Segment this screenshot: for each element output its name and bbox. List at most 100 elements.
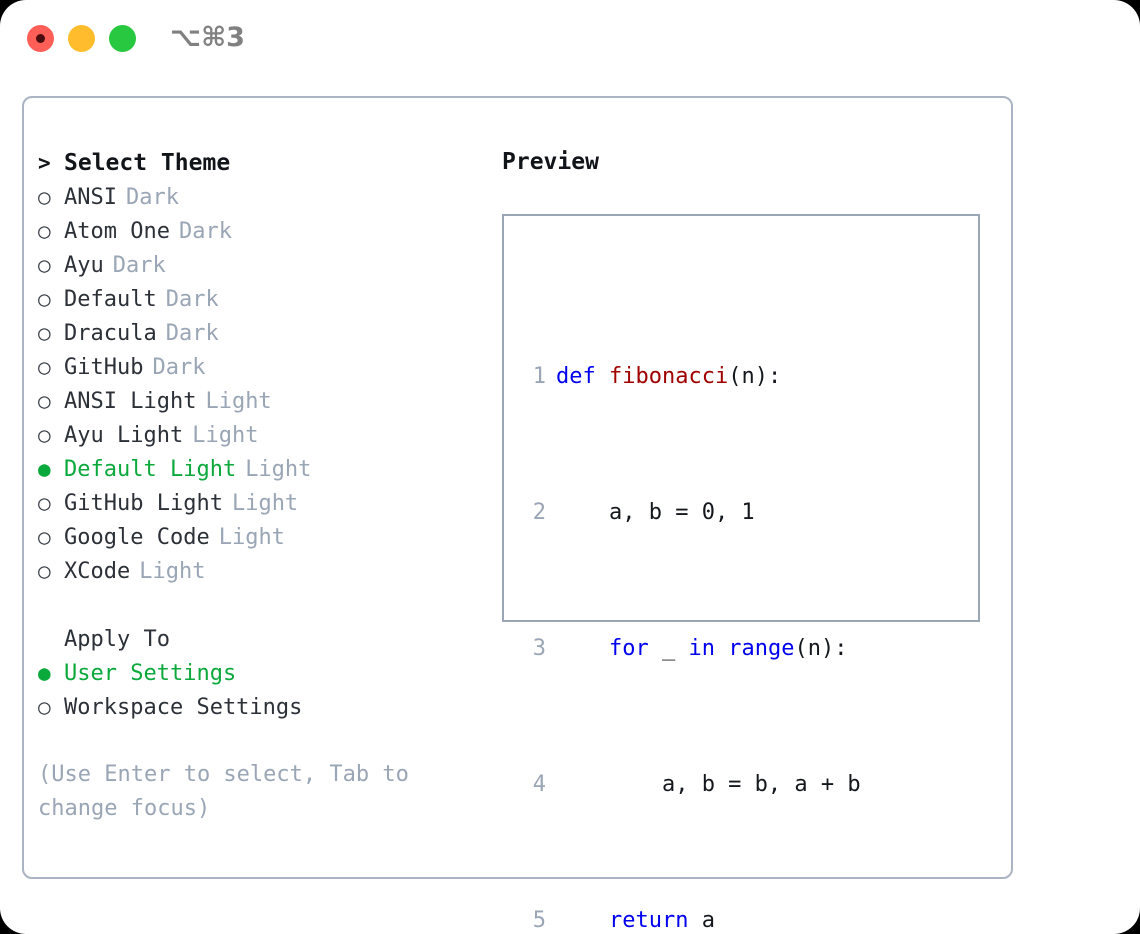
keyboard-shortcut-label: ⌥⌘3 [170, 22, 245, 53]
traffic-light-group [27, 25, 136, 52]
theme-category-tag: Light [231, 491, 299, 516]
code-token: _ [648, 636, 689, 661]
select-theme-header: > Select Theme [38, 146, 478, 180]
theme-name: ANSI [64, 185, 117, 210]
panel-columns: > Select Theme ○ ANSI Dark ○ Atom One Da… [24, 98, 1011, 933]
theme-category-tag: Dark [112, 253, 166, 278]
apply-to-marker-placeholder [38, 622, 64, 656]
theme-name: GitHub Light [64, 491, 223, 516]
preview-title: Preview [502, 149, 599, 175]
line-number: 2 [532, 500, 546, 525]
theme-name: Dracula [64, 321, 157, 346]
radio-unselected-icon[interactable]: ○ [38, 491, 51, 515]
line-number: 1 [532, 364, 546, 389]
code-token: a [688, 908, 715, 933]
theme-category-tag: Dark [165, 287, 219, 312]
code-token: in [688, 636, 729, 661]
prompt-caret-icon: > [38, 151, 51, 175]
theme-option-ansi-dark[interactable]: ○ ANSI Dark [38, 180, 478, 214]
theme-name: Atom One [64, 219, 170, 244]
apply-to-header: Apply To [38, 622, 478, 656]
line-number: 4 [532, 772, 546, 797]
code-line: 5 return a [518, 904, 887, 934]
theme-name: Ayu [64, 253, 104, 278]
radio-unselected-icon[interactable]: ○ [38, 321, 51, 345]
radio-unselected-icon[interactable]: ○ [38, 253, 51, 277]
radio-unselected-icon[interactable]: ○ [38, 355, 51, 379]
theme-name: GitHub [64, 355, 144, 380]
code-token [556, 632, 609, 666]
code-token: for [608, 636, 649, 661]
radio-unselected-icon[interactable]: ○ [38, 559, 51, 583]
theme-option-default-dark[interactable]: ○ Default Dark [38, 282, 478, 316]
code-token: (n): [728, 364, 782, 389]
keyboard-hint-text: (Use Enter to select, Tab to change focu… [38, 762, 423, 821]
theme-option-github-dark[interactable]: ○ GitHub Dark [38, 350, 478, 384]
section-spacer [38, 588, 478, 622]
theme-category-tag: Dark [125, 185, 179, 210]
radio-unselected-icon[interactable]: ○ [38, 219, 51, 243]
code-line: 3 for _ in range (n): [518, 632, 887, 666]
preview-box: 1 def fibonacci (n): 2 a, b = 0, 1 3 [502, 214, 980, 933]
theme-category-tag: Dark [165, 321, 219, 346]
apply-to-option-label: Workspace Settings [64, 695, 303, 720]
line-number: 3 [532, 636, 546, 661]
apply-to-title: Apply To [64, 627, 170, 652]
radio-unselected-icon[interactable]: ○ [38, 423, 51, 447]
select-theme-title: Select Theme [64, 150, 231, 176]
maximize-window-button[interactable] [109, 25, 136, 52]
line-number: 5 [532, 908, 546, 933]
apply-to-option-label: User Settings [64, 661, 237, 686]
close-window-button[interactable] [27, 25, 54, 52]
theme-name: Ayu Light [64, 423, 184, 448]
code-token: range [728, 636, 795, 661]
code-token: return [608, 908, 689, 933]
theme-name: ANSI Light [64, 389, 197, 414]
theme-option-google-code[interactable]: ○ Google Code Light [38, 520, 478, 554]
radio-unselected-icon[interactable]: ○ [38, 185, 51, 209]
theme-name: Google Code [64, 525, 210, 550]
theme-category-tag: Light [245, 457, 312, 482]
theme-option-dracula-dark[interactable]: ○ Dracula Dark [38, 316, 478, 350]
preview-column: Preview 1 def fibonacci (n): 2 a, b = 0,… [502, 146, 1002, 933]
theme-name: Default [64, 287, 157, 312]
theme-category-tag: Light [139, 559, 206, 584]
radio-selected-icon[interactable]: ● [38, 661, 51, 685]
theme-option-ayu-light[interactable]: ○ Ayu Light Light [38, 418, 478, 452]
theme-category-tag: Dark [178, 219, 232, 244]
preview-code: 1 def fibonacci (n): 2 a, b = 0, 1 3 [518, 258, 887, 934]
code-token: a, b = b, a + b [556, 772, 861, 797]
theme-option-xcode[interactable]: ○ XCode Light [38, 554, 478, 588]
code-token: (n): [794, 636, 848, 661]
theme-option-ansi-light[interactable]: ○ ANSI Light Light [38, 384, 478, 418]
code-line: 1 def fibonacci (n): [518, 360, 887, 394]
theme-picker-panel: > Select Theme ○ ANSI Dark ○ Atom One Da… [22, 96, 1013, 933]
title-bar: ⌥⌘3 [0, 0, 1140, 80]
theme-category-tag: Light [218, 525, 285, 550]
code-line: 2 a, b = 0, 1 [518, 496, 887, 530]
apply-to-option-workspace-settings[interactable]: ○ Workspace Settings [38, 690, 478, 724]
minimize-window-button[interactable] [68, 25, 95, 52]
code-token: a, b = 0, 1 [556, 500, 755, 525]
radio-unselected-icon[interactable]: ○ [38, 525, 51, 549]
theme-category-tag: Light [205, 389, 272, 414]
theme-option-github-light[interactable]: ○ GitHub Light Light [38, 486, 478, 520]
code-token: fibonacci [608, 364, 729, 389]
radio-unselected-icon[interactable]: ○ [38, 695, 51, 719]
code-token: def [556, 364, 609, 389]
radio-selected-icon[interactable]: ● [38, 457, 51, 481]
code-token [556, 904, 609, 934]
theme-category-tag: Light [192, 423, 259, 448]
radio-unselected-icon[interactable]: ○ [38, 287, 51, 311]
apply-to-option-user-settings[interactable]: ● User Settings [38, 656, 478, 690]
theme-option-default-light[interactable]: ● Default Light Light [38, 452, 478, 486]
theme-list-column: > Select Theme ○ ANSI Dark ○ Atom One Da… [38, 146, 478, 826]
theme-category-tag: Dark [152, 355, 206, 380]
hint-spacer [38, 724, 478, 758]
theme-option-ayu-dark[interactable]: ○ Ayu Dark [38, 248, 478, 282]
theme-name: XCode [64, 559, 131, 584]
theme-option-atom-one-dark[interactable]: ○ Atom One Dark [38, 214, 478, 248]
radio-unselected-icon[interactable]: ○ [38, 389, 51, 413]
theme-name: Default Light [64, 457, 237, 482]
